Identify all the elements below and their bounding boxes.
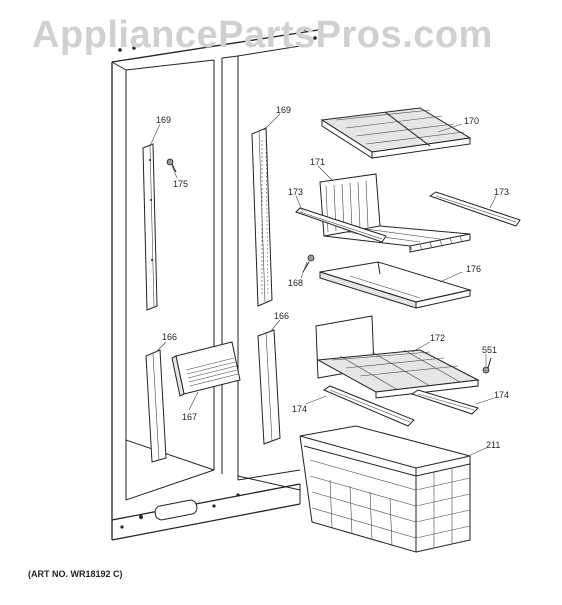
trim-right-166 bbox=[257, 329, 281, 445]
callout-labels: 169 169 175 170 171 173 173 168 176 166 … bbox=[156, 105, 509, 450]
callout-173-right: 173 bbox=[494, 187, 509, 197]
screw-168 bbox=[302, 254, 315, 273]
callout-166-right: 166 bbox=[274, 311, 289, 321]
slide-174-right bbox=[410, 389, 479, 415]
vent-cover-167 bbox=[171, 341, 241, 397]
callout-168: 168 bbox=[288, 278, 303, 288]
screw-175 bbox=[166, 158, 177, 173]
basket-211 bbox=[299, 425, 471, 553]
watermark-text: AppliancePartsPros.com bbox=[32, 14, 493, 56]
shelf-rail-left bbox=[142, 143, 158, 311]
callout-174-left: 174 bbox=[292, 404, 307, 414]
callout-176: 176 bbox=[466, 264, 481, 274]
callout-169-left: 169 bbox=[156, 115, 171, 125]
bracket-173-right bbox=[428, 191, 521, 227]
wire-shelf-171 bbox=[319, 173, 471, 253]
clip-551 bbox=[482, 357, 492, 374]
callout-172: 172 bbox=[430, 333, 445, 343]
shelf-172 bbox=[315, 315, 480, 399]
trim-left-166 bbox=[145, 349, 167, 463]
callout-174-right: 174 bbox=[494, 390, 509, 400]
callout-173-left: 173 bbox=[288, 187, 303, 197]
callout-166-left: 166 bbox=[162, 332, 177, 342]
callout-167: 167 bbox=[182, 412, 197, 422]
callout-169-right: 169 bbox=[276, 105, 291, 115]
cabinet bbox=[111, 27, 319, 541]
callout-551: 551 bbox=[482, 345, 497, 355]
callout-175: 175 bbox=[173, 179, 188, 189]
shelf-rail-right bbox=[251, 127, 273, 307]
leader-lines bbox=[149, 113, 497, 459]
callout-171: 171 bbox=[310, 157, 325, 167]
callout-170: 170 bbox=[464, 116, 479, 126]
bracket-173-left bbox=[295, 207, 387, 243]
callout-211: 211 bbox=[486, 440, 500, 450]
shelf-176 bbox=[319, 261, 472, 309]
shelf-170 bbox=[320, 107, 472, 159]
art-number: (ART NO. WR18192 C) bbox=[28, 569, 123, 579]
slide-174-left bbox=[322, 385, 415, 427]
